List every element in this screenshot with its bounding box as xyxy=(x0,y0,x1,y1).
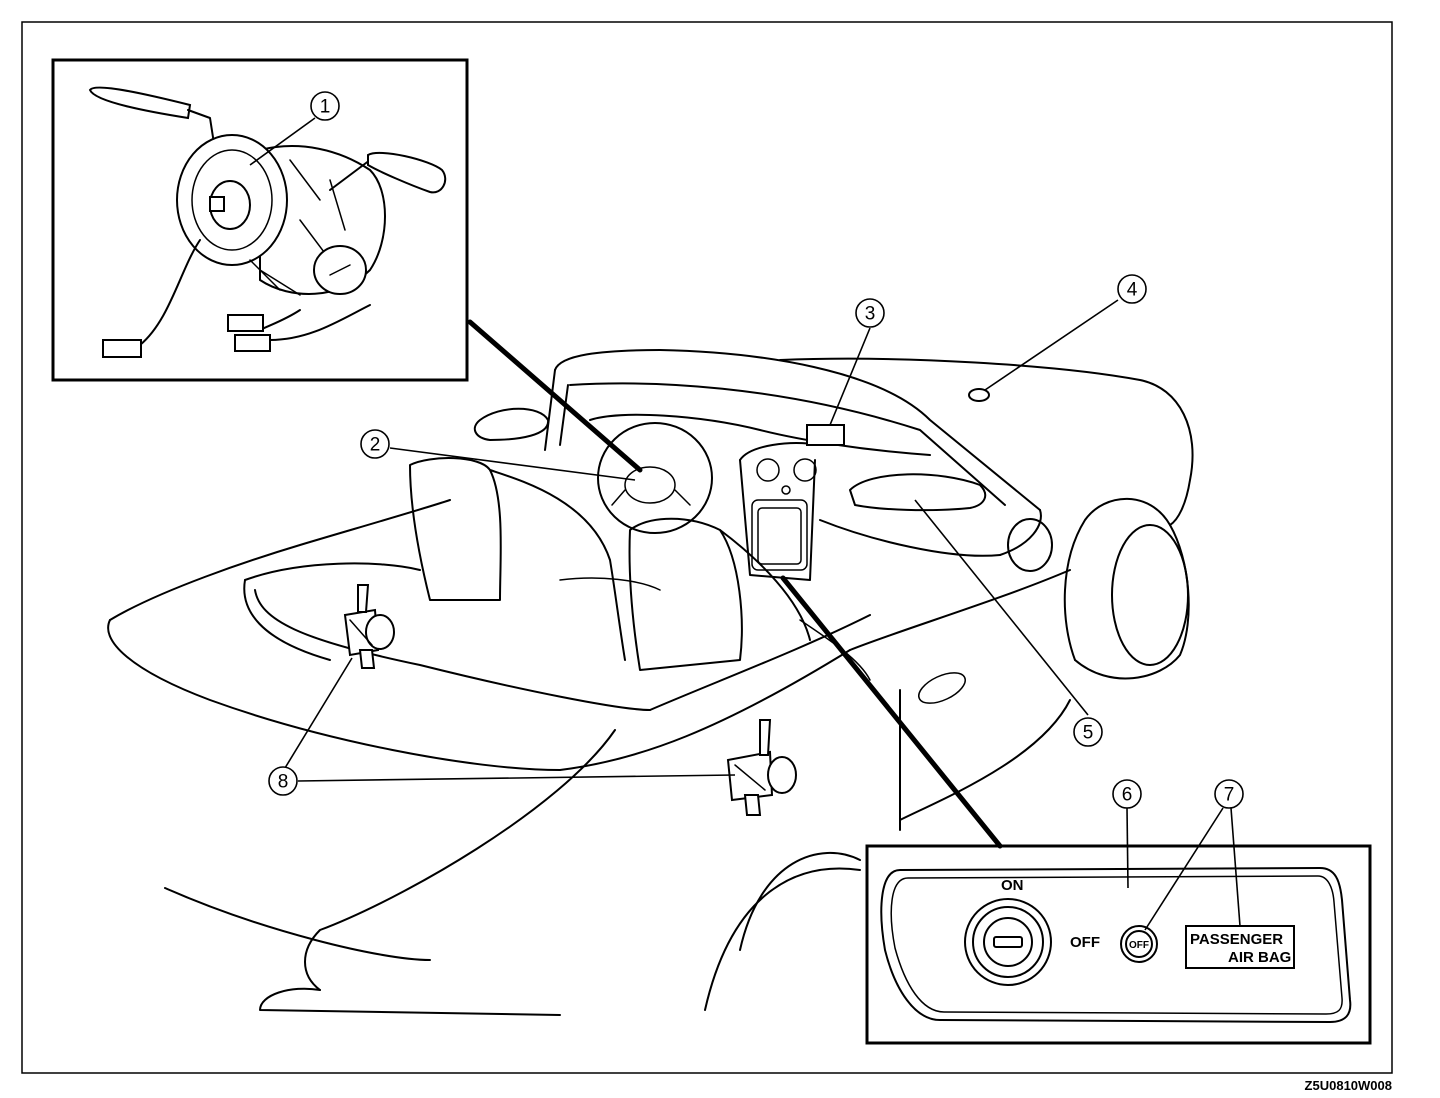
callout-7: 7 xyxy=(1214,779,1244,809)
svg-text:1: 1 xyxy=(320,97,331,118)
switch-key-slot-icon xyxy=(964,898,1052,986)
callout-5: 5 xyxy=(1073,717,1103,747)
callout-8: 8 xyxy=(268,766,298,796)
figure-code: Z5U0810W008 xyxy=(1305,1078,1392,1093)
callout-2: 2 xyxy=(360,429,390,459)
indicator-off-text: OFF xyxy=(1129,940,1149,951)
sensor-icon xyxy=(343,584,395,669)
sensor-module-3 xyxy=(806,424,845,446)
passenger-airbag-label-line2: AIR BAG xyxy=(1228,949,1291,966)
callout-leaders xyxy=(249,117,1241,931)
svg-text:8: 8 xyxy=(278,772,289,793)
svg-text:6: 6 xyxy=(1122,785,1133,806)
switch-panel-outline xyxy=(880,867,1352,1023)
svg-text:4: 4 xyxy=(1127,280,1138,301)
switch-on-label: ON xyxy=(1001,877,1024,894)
clock-spring-assembly-icon xyxy=(88,86,447,358)
vehicle-illustration xyxy=(107,349,1194,1016)
switch-off-label: OFF xyxy=(1070,934,1100,951)
svg-text:3: 3 xyxy=(865,304,876,325)
svg-text:7: 7 xyxy=(1224,785,1235,806)
callout-4: 4 xyxy=(1117,274,1147,304)
diagram-frame xyxy=(21,21,1393,1074)
passenger-airbag-off-indicator: OFF xyxy=(1120,925,1158,963)
svg-text:5: 5 xyxy=(1083,723,1094,744)
callout-1: 1 xyxy=(310,91,340,121)
callout-6: 6 xyxy=(1112,779,1142,809)
callout-3: 3 xyxy=(855,298,885,328)
svg-text:2: 2 xyxy=(370,435,381,456)
passenger-airbag-label-line1: PASSENGER xyxy=(1190,931,1283,948)
sensor-icon xyxy=(726,719,797,816)
sensor-4 xyxy=(968,388,990,402)
